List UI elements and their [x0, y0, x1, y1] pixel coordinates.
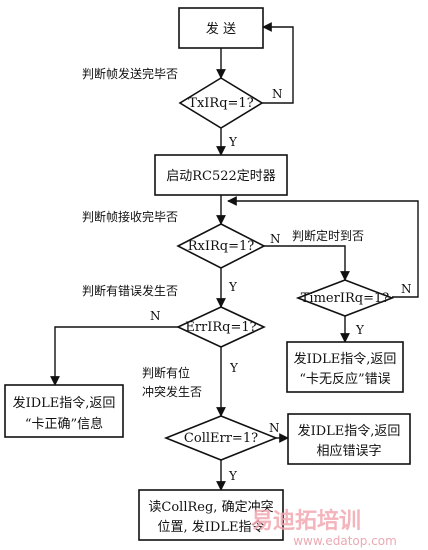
arrow-rx-no — [264, 245, 350, 281]
decision-err-label: ErrIRq=1? — [185, 320, 256, 335]
err-no-label: N — [150, 309, 161, 323]
node-send: 发 送 — [178, 7, 264, 49]
label-error-occurred: 判断有错误发生否 — [82, 283, 178, 298]
node-coll-error: 发IDLE指令,返回 相应错误字 — [287, 413, 411, 465]
decision-rx: RxIRq=1? — [176, 223, 266, 269]
watermark-brand: 易迪拓培训 — [251, 508, 361, 534]
node-send-label: 发 送 — [206, 21, 236, 37]
label-timeout: 判断定时到否 — [292, 228, 364, 243]
loop-timer-no — [227, 196, 419, 298]
tx-yes-label: Y — [228, 135, 238, 149]
decision-tx: TxIRq=1? — [178, 77, 264, 129]
annotations: 判断帧发送完毕否 判断帧接收完毕否 判断定时到否 判断有错误发生否 判断有位 冲… — [82, 66, 364, 399]
node-correct-line1: 发IDLE指令,返回 — [13, 395, 116, 411]
decision-timer-label: TimerIRq=1? — [301, 291, 389, 306]
node-coll-error-line1: 发IDLE指令,返回 — [298, 423, 401, 439]
decision-coll: CollErr=1? — [163, 415, 279, 461]
node-start-timer-label: 启动RC522定时器 — [166, 169, 276, 184]
node-timeout-error: 发IDLE指令,返回 “卡无反应”错误 — [286, 341, 404, 393]
loop-tx-no — [262, 22, 294, 104]
connectors — [50, 22, 419, 491]
label-tx-done: 判断帧发送完毕否 — [82, 66, 178, 81]
node-timeout-error-line1: 发IDLE指令,返回 — [294, 351, 397, 367]
node-read-coll-line1: 读CollReg, 确定冲突 — [148, 499, 273, 515]
branch-letters: N Y N Y N Y N Y N Y — [150, 87, 412, 483]
tx-no-label: N — [272, 87, 283, 101]
node-read-coll-line2: 位置, 发IDLE指令 — [158, 519, 265, 535]
node-start-timer: 启动RC522定时器 — [154, 154, 288, 196]
decision-coll-label: CollErr=1? — [184, 431, 258, 446]
node-correct-line2: “卡正确”信息 — [25, 416, 103, 432]
decision-rx-label: RxIRq=1? — [188, 239, 255, 254]
rx-yes-label: Y — [228, 280, 238, 294]
label-collision-line1: 判断有位 — [142, 365, 190, 380]
label-collision-line2: 冲突发生否 — [142, 384, 202, 399]
rx-no-label: N — [270, 232, 281, 246]
arrow-err-no — [50, 326, 178, 386]
label-rx-done: 判断帧接收完毕否 — [82, 209, 178, 224]
coll-yes-label: Y — [228, 469, 238, 483]
node-timeout-error-line2: “卡无反应”错误 — [299, 371, 390, 387]
coll-no-label: N — [269, 421, 280, 435]
decision-timer: TimerIRq=1? — [295, 279, 395, 317]
timer-no-label: N — [401, 282, 412, 296]
node-correct: 发IDLE指令,返回 “卡正确”信息 — [4, 384, 124, 438]
decision-err: ErrIRq=1? — [176, 306, 266, 348]
node-read-coll: 读CollReg, 确定冲突 位置, 发IDLE指令 — [138, 489, 284, 541]
err-yes-label: Y — [229, 361, 239, 375]
decision-tx-label: TxIRq=1? — [188, 96, 253, 111]
timer-yes-label: Y — [355, 323, 365, 337]
node-coll-error-line2: 相应错误字 — [316, 443, 381, 459]
watermark: 易迪拓培训 www.edatop.com — [251, 508, 397, 548]
watermark-url: www.edatop.com — [293, 534, 397, 548]
